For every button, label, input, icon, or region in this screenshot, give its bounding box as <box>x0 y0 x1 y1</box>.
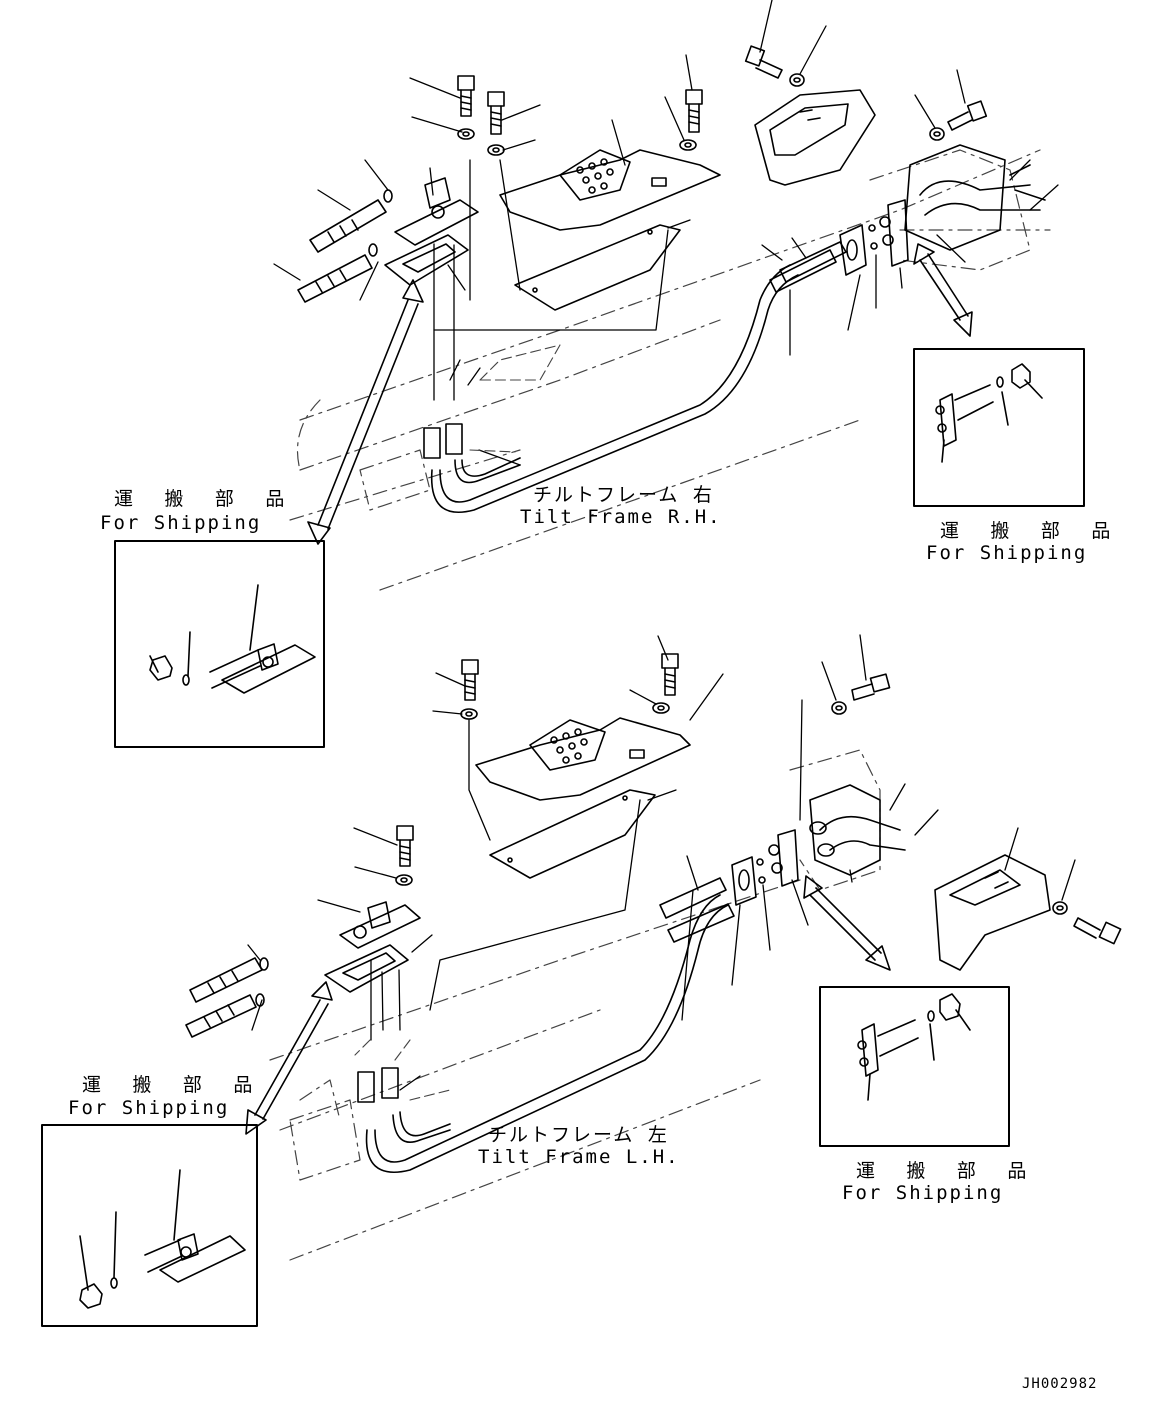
mount-plate-rh <box>394 177 479 246</box>
tilt-frame-rh-label-en: Tilt Frame R.H. <box>520 506 722 528</box>
control-valve-rh <box>904 144 1046 251</box>
bolt-icon <box>1073 917 1122 945</box>
shipping-label-jp: 運 搬 部 品 <box>82 1074 263 1096</box>
shipping-label-en: For Shipping <box>100 512 262 534</box>
shipping-inset-box <box>819 986 1010 1147</box>
phantom-brackets-rh <box>469 344 561 453</box>
double-arrow-icon <box>913 243 973 337</box>
step-plate-rh <box>499 149 721 231</box>
tilt-frame-rh-label-jp: チルトフレーム 右 <box>533 484 714 506</box>
tilt-frame-lh-label-en: Tilt Frame L.H. <box>478 1146 680 1168</box>
hose-guard-rh <box>754 89 876 186</box>
tilt-frame-rh-phantom <box>289 149 1051 591</box>
hose-fitting-icon <box>297 189 393 303</box>
bolt-icon <box>851 673 891 701</box>
hose-guard-lh <box>934 854 1051 971</box>
bolt-icon <box>457 75 475 117</box>
double-arrow-icon <box>307 279 424 545</box>
shipping-label-jp: 運 搬 部 品 <box>856 1160 1037 1182</box>
shipping-label-en: For Shipping <box>68 1097 230 1119</box>
washer-icon <box>395 701 1068 915</box>
bolt-icon <box>661 653 679 696</box>
gasket-rh <box>384 234 469 286</box>
tilt-frame-lh-label-jp: チルトフレーム 左 <box>488 1124 669 1146</box>
bolt-icon <box>685 89 703 133</box>
tilt-frame-lh-phantom <box>269 749 881 1261</box>
shipping-inset-box <box>114 540 325 748</box>
bolt-icon <box>461 659 479 701</box>
step-plate-lh <box>475 717 691 801</box>
bolt-icon <box>396 825 414 867</box>
washer-icon <box>457 73 945 156</box>
double-arrow-icon <box>245 981 333 1135</box>
shipping-inset-box <box>41 1124 258 1327</box>
leader-lines-rh <box>273 0 1059 466</box>
hydraulic-tube-lh <box>357 877 735 1174</box>
split-flange-lh <box>756 829 799 887</box>
shipping-parts-rh-left <box>149 584 316 694</box>
gasket-lh <box>324 944 409 993</box>
shipping-parts-lh-right <box>857 993 971 1101</box>
shipping-parts-lh-left <box>79 1169 246 1309</box>
double-arrow-icon <box>803 875 891 971</box>
hydraulic-tube-rh <box>423 241 847 514</box>
phantom-brackets-lh <box>354 1039 451 1101</box>
leader-lines-lh <box>247 634 1076 1091</box>
shipping-label-en: For Shipping <box>842 1182 1004 1204</box>
cover-plate-lh <box>489 789 656 879</box>
shipping-label-jp: 運 搬 部 品 <box>114 488 295 510</box>
shipping-inset-box <box>913 348 1085 507</box>
mount-plate-lh <box>339 901 421 949</box>
bolt-icon <box>744 45 783 79</box>
hose-fitting-icon <box>185 957 269 1038</box>
control-valve-lh <box>809 784 906 876</box>
flange-gasket-rh <box>839 224 867 276</box>
bolt-icon <box>947 100 988 131</box>
shipping-label-en: For Shipping <box>926 542 1088 564</box>
drawing-code: JH002982 <box>1022 1376 1098 1392</box>
flange-gasket-lh <box>731 856 757 906</box>
shipping-parts-rh-right <box>935 363 1043 463</box>
cover-plate-rh <box>514 224 681 311</box>
shipping-label-jp: 運 搬 部 品 <box>940 520 1121 542</box>
bolt-icon <box>487 91 505 135</box>
split-flange-rh <box>868 199 909 267</box>
